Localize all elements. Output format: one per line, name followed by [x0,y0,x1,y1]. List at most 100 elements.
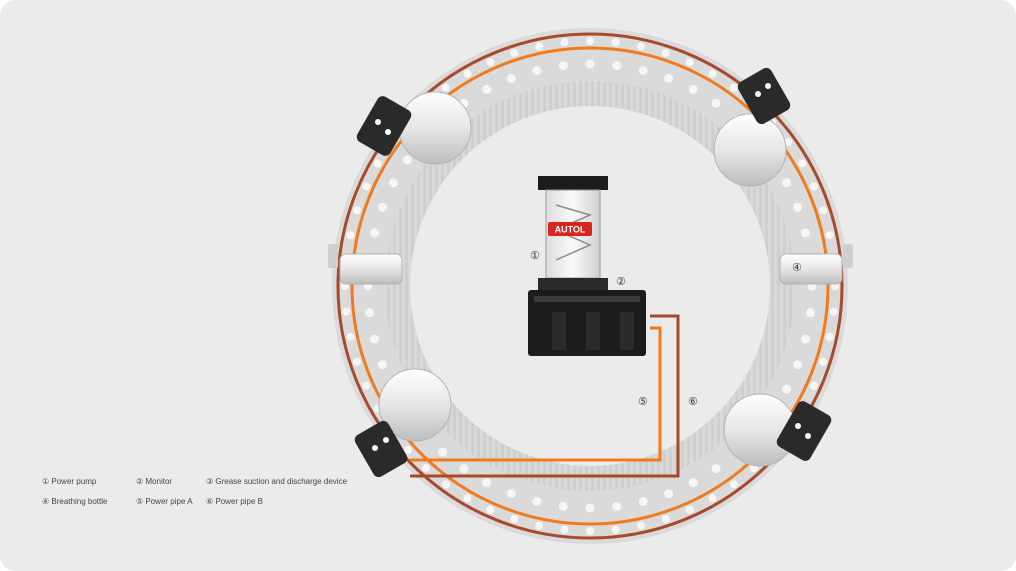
callout-grease-device: ③ [757,114,767,126]
bolt-hole [370,334,379,344]
bolt-hole [611,38,620,47]
bolt-hole [612,61,622,71]
power-pipe-a [410,326,662,462]
bolt-hole [486,58,495,67]
bolt-hole [353,206,361,215]
grease-device-top-right [713,67,791,187]
bolt-hole [688,478,698,488]
bolt-hole [532,497,542,506]
legend-item-power-pipe-a: ⑤ Power pipe A [136,497,193,506]
bolt-hole [438,447,448,457]
bolt-hole [730,480,738,489]
bolt-hole [805,308,815,318]
bolt-hole [535,521,544,530]
callout-power-pump: ① [530,250,540,262]
legend-item-breathing-bottle: ④ Breathing bottle [42,497,108,506]
bolt-hole [586,37,594,45]
bolt-hole [793,360,803,370]
bolt-hole [711,98,721,108]
bolt-hole [377,360,387,370]
bolt-hole [685,58,694,67]
bolt-hole [463,69,472,78]
bolt-hole [506,489,516,499]
bolt-hole [558,501,568,511]
bolt-hole [730,83,738,92]
bolt-hole [560,525,569,534]
bolt-hole [459,464,469,474]
bolt-hole [346,231,355,240]
bolt-hole [661,49,670,57]
bolt-hole [809,182,818,191]
bolt-hole [708,494,717,503]
bolt-hole [362,182,371,191]
bolt-hole [482,84,492,94]
bolt-hole [809,381,818,390]
legend-item-power-pipe-b: ⑥ Power pipe B [206,497,263,506]
bolt-hole [510,49,519,57]
supply-pipes [410,314,680,478]
bolt-hole [664,489,674,499]
bolt-hole [612,501,622,511]
bolt-hole [661,515,670,523]
bolt-hole [638,66,648,75]
bolt-hole [585,59,595,69]
bolt-hole [510,515,519,523]
legend-item-grease-device: ③ Grease suction and discharge device [206,477,348,486]
breathing-bottle-right [779,244,853,285]
bolt-hole [784,138,793,146]
bolt-hole [362,381,371,390]
bolt-hole [586,527,594,535]
bolt-hole [825,332,834,341]
bolt-hole [636,42,645,51]
bolt-hole [685,505,694,514]
autol-label [548,222,592,236]
bolt-hole [829,307,838,316]
bolt-hole [422,464,431,473]
power-pipe-b [410,314,680,478]
bolt-hole [403,445,412,454]
breathing-bottle-left [328,244,403,285]
bolt-hole [482,478,492,488]
bolt-hole [346,332,355,341]
bolt-hole [638,497,648,506]
grease-device-bottom-left [354,368,452,478]
grease-device-top-left [356,91,472,165]
bolt-hole [819,357,827,366]
bolt-hole [558,61,568,71]
bolt-hole [353,357,361,366]
bolt-hole [377,202,387,212]
callout-power-pipe-b: ⑥ [688,396,698,408]
bolt-hole [442,83,450,92]
legend-item-power-pump: ① Power pump [42,477,97,486]
bolt-hole [532,66,542,75]
bolt-hole [342,307,351,316]
bolt-hole [711,464,721,474]
bolt-hole [373,159,382,168]
bolt-hole [782,178,792,188]
bolt-hole [463,494,472,503]
callout-power-pipe-a: ⑤ [638,396,648,408]
bolt-hole [688,84,698,94]
bolt-hole [793,202,803,212]
grease-device-bottom-right [723,393,832,467]
power-pump: AUTOL [528,176,646,356]
bolt-hole [798,159,807,168]
power-pipe-a-ring [350,46,830,526]
bolt-hole [636,521,645,530]
callout-breathing-bottle: ④ [792,262,802,274]
bolt-hole [782,384,792,394]
bolt-hole [819,206,827,215]
bolt-hole [664,73,674,83]
bolt-hole [365,308,375,318]
bolt-hole [388,178,398,188]
bolt-hole [611,525,620,534]
power-pipe-b-ring [336,32,844,540]
bolt-hole [535,42,544,51]
bolt-hole [486,505,495,514]
bolt-hole [560,38,569,47]
bolt-hole [708,69,717,78]
bolt-hole [825,231,834,240]
bolt-hole [370,228,379,238]
